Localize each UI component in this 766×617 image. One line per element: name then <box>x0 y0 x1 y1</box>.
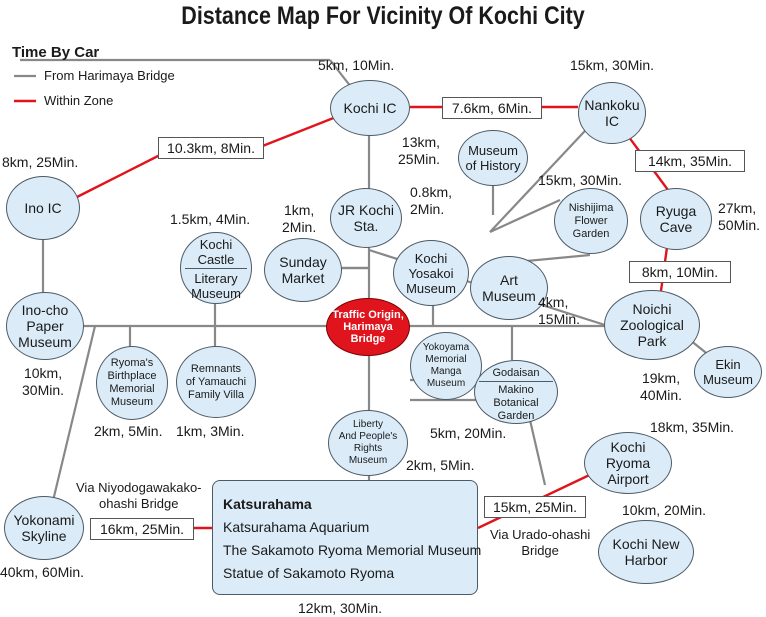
node-ryoma-airport[interactable]: Kochi Ryoma Airport <box>584 432 672 494</box>
node-sunday-market[interactable]: Sunday Market <box>264 238 342 302</box>
node-ryuga-cave[interactable]: Ryuga Cave <box>640 188 712 250</box>
distance-liberty: 2km, 5Min. <box>406 457 475 473</box>
distance-ryuga: 27km, 50Min. <box>718 200 761 233</box>
node-nishijima[interactable]: Nishijima Flower Garden <box>554 188 628 254</box>
legend-title: Time By Car <box>12 44 100 61</box>
node-ino-ic[interactable]: Ino IC <box>6 176 80 240</box>
distance-airport: 18km, 35Min. <box>650 419 735 435</box>
zone-box-katsura-airport: 15km, 25Min. <box>484 496 586 518</box>
kochi-castle-label: Kochi Castle <box>197 237 235 267</box>
node-jr-kochi[interactable]: JR Kochi Sta. <box>330 188 402 248</box>
node-ryoma-birthplace[interactable]: Ryoma's Birthplace Memorial Museum <box>96 346 168 420</box>
katsurahama-heading: Katsurahama <box>223 496 312 512</box>
node-noichi-zoo[interactable]: Noichi Zoological Park <box>604 290 700 360</box>
distance-nankoku-ic: 15km, 30Min. <box>570 57 655 73</box>
distance-godaisan: 5km, 20Min. <box>430 425 507 441</box>
note-urado-bridge: Via Urado-ohashi Bridge <box>490 527 591 558</box>
distance-yamauchi: 1km, 3Min. <box>176 423 245 439</box>
distance-ino-ic: 8km, 25Min. <box>2 154 79 170</box>
zone-box-ino-kochi: 10.3km, 8Min. <box>158 137 264 159</box>
node-museum-history[interactable]: Museum of History <box>458 130 528 186</box>
distance-museum-history: 13km, 25Min. <box>398 134 441 167</box>
node-kochi-ic[interactable]: Kochi IC <box>330 80 410 136</box>
katsurahama-item: Katsurahama Aquarium <box>223 519 370 535</box>
distance-kochi-castle: 1.5km, 4Min. <box>170 211 251 227</box>
distance-ryoma-birthplace: 2km, 5Min. <box>94 423 163 439</box>
zone-box-ryuga-noichi: 8km, 10Min. <box>629 261 731 283</box>
node-yokoyama-manga[interactable]: Yokoyama Memorial Manga Museum <box>410 332 482 400</box>
godaisan-label: Godaisan <box>492 367 540 379</box>
distance-yokonami: 40km, 60Min. <box>0 564 85 580</box>
literary-museum-label: Literary Museum <box>191 271 241 301</box>
distance-jr-kochi-b: 0.8km, 2Min. <box>410 184 453 217</box>
node-art-museum[interactable]: Art Museum <box>470 256 548 320</box>
distance-harbor: 10km, 20Min. <box>622 502 707 518</box>
distance-nishijima: 15km, 30Min. <box>538 172 623 188</box>
node-ekin-museum[interactable]: Ekin Museum <box>694 346 762 398</box>
katsurahama-item: The Sakamoto Ryoma Memorial Museum <box>223 542 482 558</box>
map-title: Distance Map For Vicinity Of Kochi City <box>181 2 585 30</box>
legend-item-zone: Within Zone <box>44 93 114 108</box>
zone-box-yokonami-katsura: 16km, 25Min. <box>90 518 194 540</box>
legend-item-harimaya: From Harimaya Bridge <box>44 68 175 83</box>
katsurahama-item: Statue of Sakamoto Ryoma <box>223 565 395 581</box>
node-kochi-castle[interactable]: Kochi Castle Literary Museum <box>180 232 252 304</box>
node-yokonami-skyline[interactable]: Yokonami Skyline <box>4 496 84 560</box>
node-godaisan[interactable]: Godaisan Makino Botanical Garden <box>474 360 558 424</box>
node-ino-paper-museum[interactable]: Ino-cho Paper Museum <box>6 292 84 360</box>
distance-kochi-ic: 5km, 10Min. <box>318 57 395 73</box>
makino-garden-label: Makino Botanical Garden <box>493 384 539 422</box>
node-yosakoi-museum[interactable]: Kochi Yosakoi Museum <box>393 240 469 306</box>
zone-box-ic-ic: 7.6km, 6Min. <box>442 97 542 119</box>
distance-katsurahama: 12km, 30Min. <box>298 600 383 616</box>
note-niyodo-bridge: Via Niyodogawakako- ohashi Bridge <box>76 480 202 511</box>
distance-noichi: 19km, 40Min. <box>640 370 683 403</box>
katsurahama-zone[interactable]: Katsurahama Katsurahama Aquarium The Sak… <box>212 480 482 595</box>
node-traffic-origin[interactable]: Traffic Origin, Harimaya Bridge <box>326 298 410 356</box>
distance-art-museum: 4km, 15Min. <box>538 294 581 327</box>
node-yamauchi-villa[interactable]: Remnants of Yamauchi Family Villa <box>176 346 256 418</box>
distance-ino-paper: 10km, 30Min. <box>22 365 65 398</box>
distance-jr-kochi: 1km, 2Min. <box>282 202 317 235</box>
node-kochi-new-harbor[interactable]: Kochi New Harbor <box>598 520 694 584</box>
node-nankoku-ic[interactable]: Nankoku IC <box>578 82 646 144</box>
node-liberty-museum[interactable]: Liberty And People's Rights Museum <box>328 410 408 476</box>
zone-box-nankoku-ryuga: 14km, 35Min. <box>635 150 745 172</box>
